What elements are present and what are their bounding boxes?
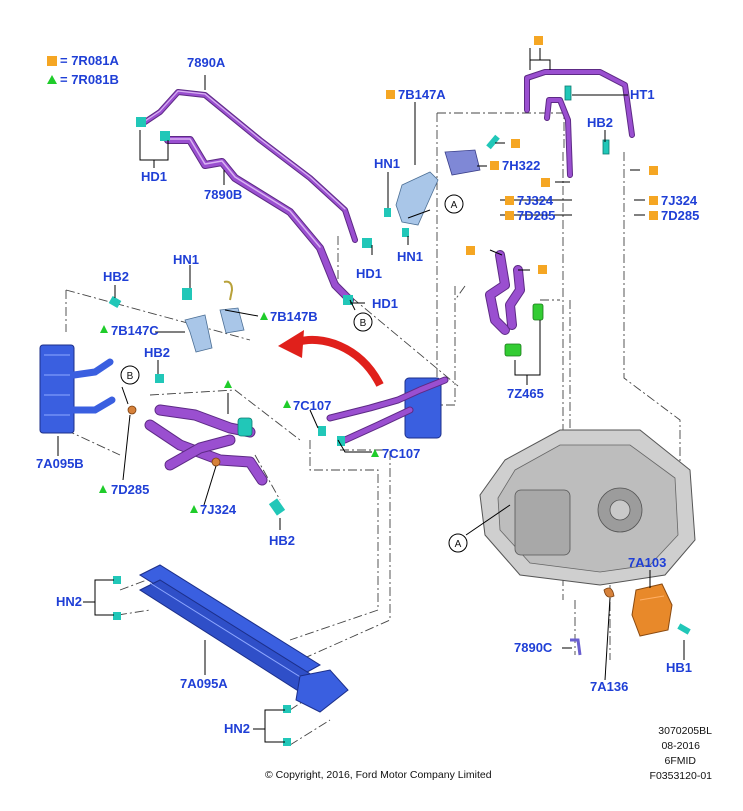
label-HT1: HT1 bbox=[630, 87, 655, 102]
label-7A136: 7A136 bbox=[590, 679, 628, 694]
legend-square-icon bbox=[47, 56, 57, 66]
label-7890A: 7890A bbox=[187, 55, 226, 70]
label-HN2-a: HN2 bbox=[56, 594, 82, 609]
label-HN1-a: HN1 bbox=[374, 156, 400, 171]
label-7J324-b: 7J324 bbox=[661, 193, 698, 208]
small-cooler-center bbox=[318, 376, 449, 446]
label-7D285-b: 7D285 bbox=[661, 208, 699, 223]
tube-upper-right bbox=[524, 69, 635, 178]
label-7A095B: 7A095B bbox=[36, 456, 84, 471]
label-7B147A: 7B147A bbox=[398, 87, 446, 102]
figure-number: F0353120-01 bbox=[650, 770, 713, 782]
label-HD1-a: HD1 bbox=[141, 169, 167, 184]
label-HB2-d: HB2 bbox=[269, 533, 295, 548]
tube-bundle-lower-left bbox=[144, 404, 286, 516]
label-7D285-c: 7D285 bbox=[111, 482, 149, 497]
label-HB2-c: HB2 bbox=[144, 345, 170, 360]
label-7Z465: 7Z465 bbox=[507, 386, 544, 401]
doc-model: 6FMID bbox=[665, 755, 697, 767]
label-HB2-a: HB2 bbox=[587, 115, 613, 130]
label-7J324-a: 7J324 bbox=[517, 193, 554, 208]
cooler-7A095A bbox=[113, 564, 349, 746]
label-7A095A: 7A095A bbox=[180, 676, 228, 691]
legend-7R081B: = 7R081B bbox=[60, 72, 119, 87]
label-HD1-b: HD1 bbox=[356, 266, 382, 281]
label-7B147C: 7B147C bbox=[111, 323, 159, 338]
label-HB2-b: HB2 bbox=[103, 269, 129, 284]
transmission-housing bbox=[479, 429, 696, 586]
label-7C107-a: 7C107 bbox=[293, 398, 331, 413]
copyright-text: © Copyright, 2016, Ford Motor Company Li… bbox=[265, 769, 492, 781]
leader-lines bbox=[57, 48, 685, 743]
callout-a-top: A bbox=[451, 200, 458, 211]
fittings-HD1 bbox=[136, 117, 372, 305]
label-HN1-c: HN1 bbox=[173, 252, 199, 267]
tube-7Z465 bbox=[485, 250, 544, 357]
callout-circles: A B B A bbox=[120, 194, 468, 553]
label-HB1: HB1 bbox=[666, 660, 692, 675]
label-HN1-b: HN1 bbox=[397, 249, 423, 264]
markers bbox=[47, 36, 658, 513]
cooler-7A095B bbox=[39, 344, 137, 434]
module-7A103 bbox=[570, 583, 691, 656]
label-7890C: 7890C bbox=[514, 640, 553, 655]
callout-a-bottom: A bbox=[455, 539, 462, 550]
legend-7R081A: = 7R081A bbox=[60, 53, 120, 68]
label-7890B: 7890B bbox=[204, 187, 242, 202]
label-HD1-c: HD1 bbox=[372, 296, 398, 311]
part-labels: 7890A HD1 7890B 7B147A HN1 HN1 7H322 HT1… bbox=[36, 55, 699, 736]
tube-7890B bbox=[164, 136, 354, 304]
legend-triangle-icon bbox=[47, 75, 57, 84]
label-7C107-b: 7C107 bbox=[382, 446, 420, 461]
doc-date: 08-2016 bbox=[661, 740, 700, 752]
bracket-7B147C bbox=[108, 280, 245, 383]
callout-b-top: B bbox=[360, 318, 367, 329]
doc-number: 3070205BL bbox=[658, 725, 712, 737]
direction-arrow bbox=[278, 330, 384, 387]
label-7B147B: 7B147B bbox=[270, 309, 318, 324]
callout-b-left: B bbox=[127, 371, 134, 382]
label-HN2-b: HN2 bbox=[224, 721, 250, 736]
label-7H322: 7H322 bbox=[502, 158, 540, 173]
label-7D285-a: 7D285 bbox=[517, 208, 555, 223]
label-7A103: 7A103 bbox=[628, 555, 666, 570]
label-7J324-c: 7J324 bbox=[200, 502, 237, 517]
bracket-7B147A bbox=[384, 134, 500, 237]
tube-7890A bbox=[142, 89, 358, 243]
footer: © Copyright, 2016, Ford Motor Company Li… bbox=[265, 725, 712, 782]
